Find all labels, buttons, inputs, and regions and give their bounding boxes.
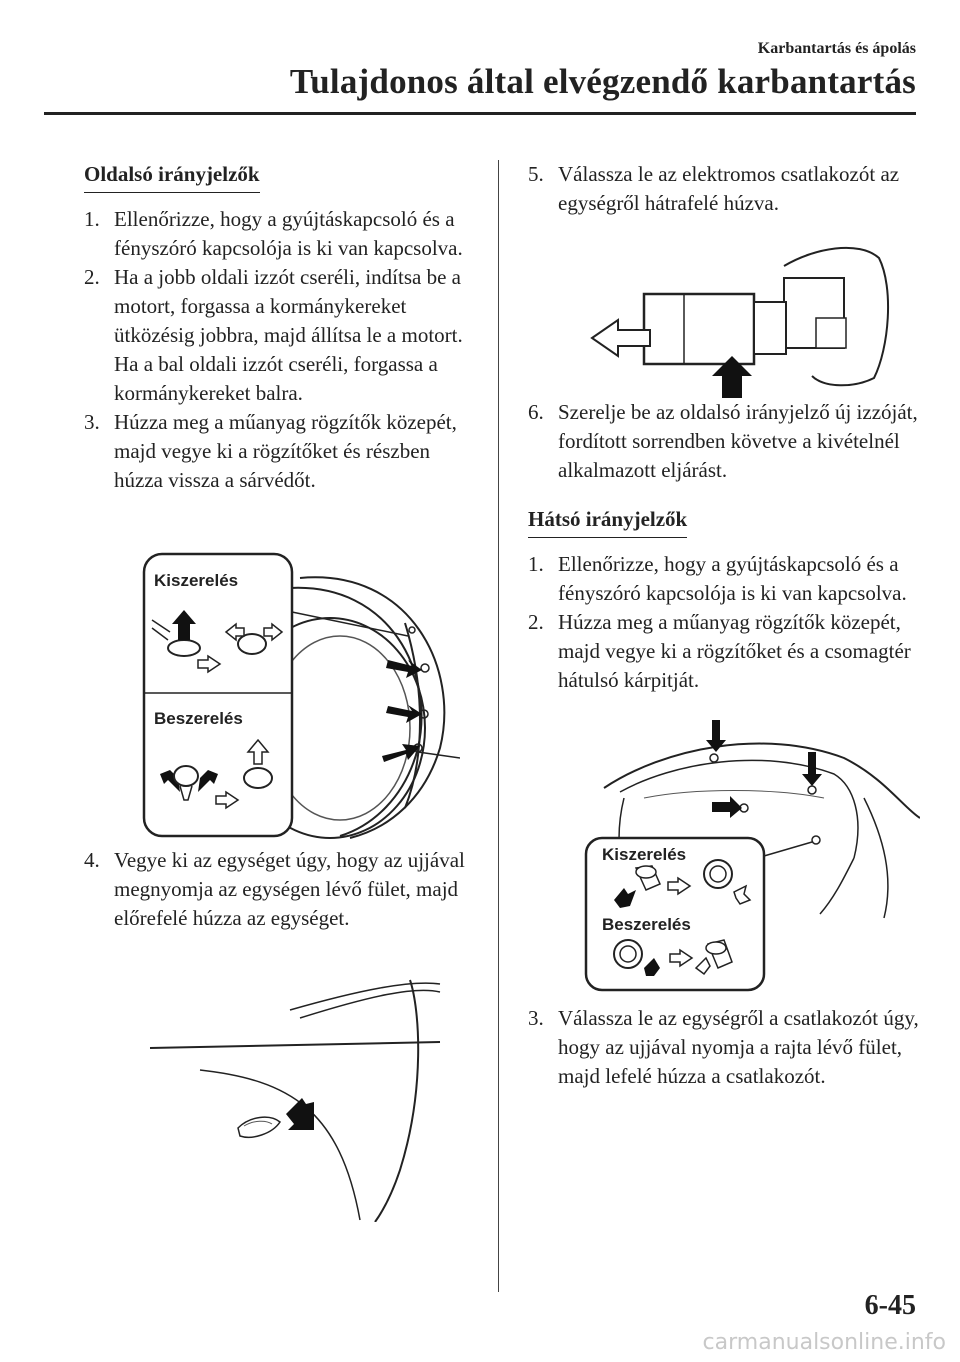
figure-label-removal: Kiszerelés bbox=[602, 845, 686, 864]
steps-list-rear: 1. Ellenőrizze, hogy a gyújtáskapcsoló és… bbox=[528, 550, 924, 695]
column-divider bbox=[498, 160, 499, 1292]
page-number: 6-45 bbox=[864, 1290, 916, 1321]
step-item: 1. Ellenőrizze, hogy a gyújtáskapcsoló és… bbox=[528, 550, 924, 608]
steps-list-side-right: 5. Válassza le az elektromos csatlakozót … bbox=[528, 160, 924, 218]
step-number: 6. bbox=[528, 400, 544, 424]
side-indicator-figure bbox=[140, 970, 460, 1222]
step-text: Szerelje be az oldalsó irányjelző új izz… bbox=[558, 400, 918, 482]
step-item: 5. Válassza le az elektromos csatlakozót … bbox=[528, 160, 924, 218]
trunk-trim-figure: Kiszerelés Beszerelés bbox=[584, 718, 920, 994]
step-text: Ellenőrizze, hogy a gyújtáskapcsoló és a… bbox=[114, 207, 463, 260]
step-number: 4. bbox=[84, 848, 100, 872]
step-item: 2. Ha a jobb oldali izzót cseréli, indíts… bbox=[84, 263, 482, 408]
steps-list-side-right-cont: 6. Szerelje be az oldalsó irányjelző új i… bbox=[528, 398, 924, 485]
left-column-step4: 4. Vegye ki az egységet úgy, hogy az ujjá… bbox=[84, 846, 482, 933]
step-text: Húzza meg a műanyag rögzítők közepét, ma… bbox=[114, 410, 457, 492]
step-item: 3. Húzza meg a műanyag rögzítők közepét, … bbox=[84, 408, 482, 495]
step-item: 6. Szerelje be az oldalsó irányjelző új i… bbox=[528, 398, 924, 485]
figure-label-install: Beszerelés bbox=[602, 915, 691, 934]
step-text: Húzza meg a műanyag rögzítők közepét, ma… bbox=[558, 610, 911, 692]
steps-list-rear-cont: 3. Válassza le az egységről a csatlakozót… bbox=[528, 1004, 924, 1091]
step-number: 3. bbox=[84, 410, 100, 434]
step-item: 3. Válassza le az egységről a csatlakozót… bbox=[528, 1004, 924, 1091]
step-text: Ellenőrizze, hogy a gyújtáskapcsoló és a… bbox=[558, 552, 907, 605]
step-text: Válassza le az elektromos csatlakozót az… bbox=[558, 162, 900, 215]
right-column-top: 5. Válassza le az elektromos csatlakozót … bbox=[528, 160, 924, 218]
step-item: 1. Ellenőrizze, hogy a gyújtáskapcsoló és… bbox=[84, 205, 482, 263]
step-number: 1. bbox=[528, 552, 544, 576]
right-column-bottom: 3. Válassza le az egységről a csatlakozót… bbox=[528, 1004, 924, 1091]
right-column-mid: 6. Szerelje be az oldalsó irányjelző új i… bbox=[528, 398, 924, 695]
header-rule bbox=[44, 112, 916, 115]
watermark: carmanualsonline.info bbox=[702, 1330, 946, 1355]
step-number: 2. bbox=[84, 265, 100, 289]
figure-label-removal: Kiszerelés bbox=[154, 571, 238, 590]
step-item: 2. Húzza meg a műanyag rögzítők közepét, … bbox=[528, 608, 924, 695]
section-heading-side-indicators: Oldalsó irányjelzők bbox=[84, 160, 260, 193]
step-text: Válassza le az egységről a csatlakozót ú… bbox=[558, 1006, 919, 1088]
figure-label-install: Beszerelés bbox=[154, 709, 243, 728]
left-column: Oldalsó irányjelzők 1. Ellenőrizze, hogy … bbox=[84, 160, 482, 495]
step-text: Ha a jobb oldali izzót cseréli, indítsa … bbox=[114, 265, 463, 405]
steps-list-side: 1. Ellenőrizze, hogy a gyújtáskapcsoló és… bbox=[84, 205, 482, 495]
step-text: Vegye ki az egységet úgy, hogy az ujjáva… bbox=[114, 848, 465, 930]
step-item: 4. Vegye ki az egységet úgy, hogy az ujjá… bbox=[84, 846, 482, 933]
step-number: 3. bbox=[528, 1006, 544, 1030]
connector-figure bbox=[584, 238, 894, 398]
step-number: 5. bbox=[528, 162, 544, 186]
section-heading-rear-indicators: Hátsó irányjelzők bbox=[528, 505, 688, 538]
steps-list-side-cont: 4. Vegye ki az egységet úgy, hogy az ujjá… bbox=[84, 846, 482, 933]
step-number: 2. bbox=[528, 610, 544, 634]
header-section: Karbantartás és ápolás bbox=[757, 40, 916, 57]
page-title: Tulajdonos által elvégzendő karbantartás bbox=[289, 62, 916, 101]
step-number: 1. bbox=[84, 207, 100, 231]
fender-clip-figure: Kiszerelés Beszerelés bbox=[140, 548, 460, 840]
